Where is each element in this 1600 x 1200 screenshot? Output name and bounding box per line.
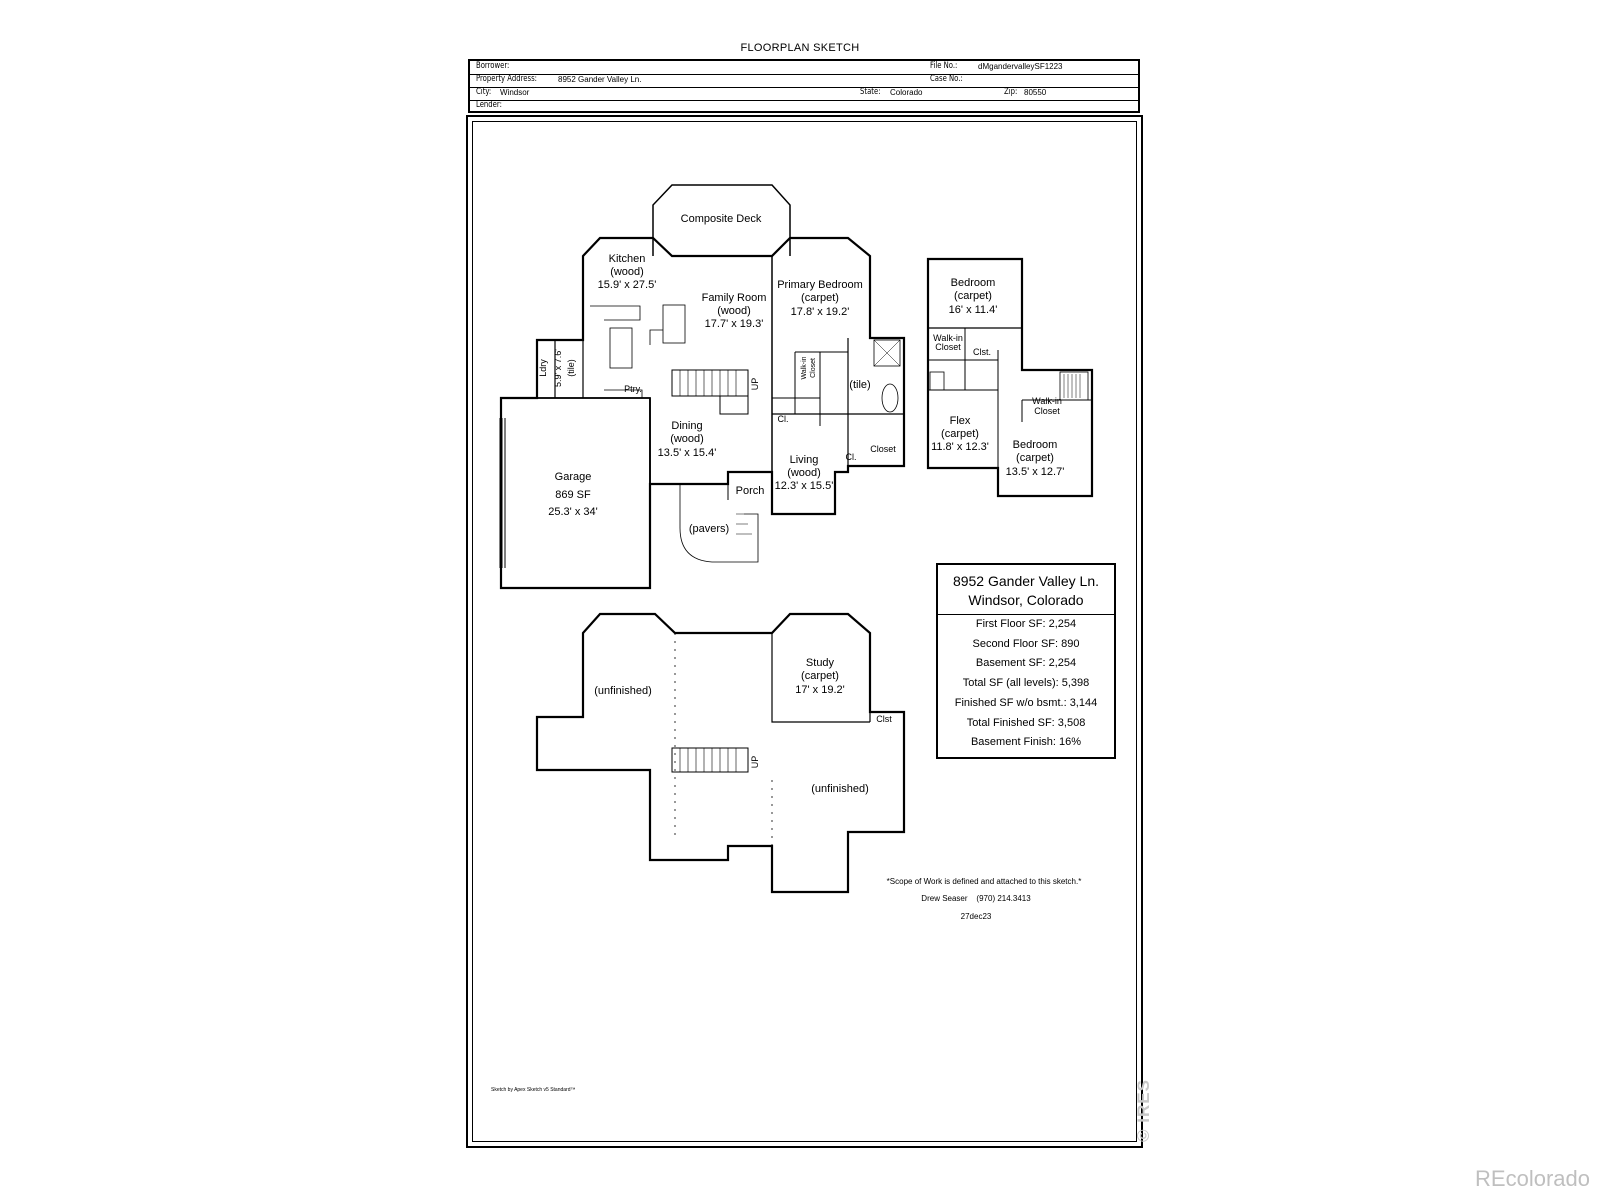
- closet-label: Closet: [870, 444, 896, 454]
- living-name: Living: [790, 454, 819, 466]
- study-finish: (carpet): [801, 670, 839, 682]
- city-row: City: Windsor State: Colorado Zip: 80550: [470, 87, 1138, 101]
- contact-note: Drew Seaser (970) 214.3413: [921, 894, 1031, 903]
- pavers-label: (pavers): [689, 523, 729, 535]
- flex-dims: 11.8' x 12.3': [931, 441, 989, 453]
- address-row: Property Address: 8952 Gander Valley Ln.…: [470, 74, 1138, 88]
- walkin3-label-b: Closet: [1034, 406, 1060, 416]
- second-floor-sf: Second Floor SF: 890: [972, 637, 1080, 650]
- kitchen-dims: 15.9' x 27.5': [598, 279, 657, 291]
- summary-city: Windsor, Colorado: [968, 592, 1084, 608]
- total-sf: Total SF (all levels): 5,398: [962, 677, 1090, 690]
- zip-value: 80550: [1024, 88, 1047, 97]
- dining-dims: 13.5' x 15.4': [658, 447, 717, 459]
- deck-label: Composite Deck: [681, 213, 762, 225]
- lender-label: Lender:: [476, 100, 502, 110]
- recolorado-watermark: REcolorado: [1475, 1166, 1590, 1191]
- header-form: Borrower: File No.: dMgandervalleySF1223…: [468, 59, 1140, 113]
- primary-name: Primary Bedroom: [777, 279, 863, 291]
- family-finish: (wood): [717, 305, 751, 317]
- basement-unfinished-b: (unfinished): [811, 783, 868, 795]
- basement-outline: [535, 612, 906, 894]
- kitchen-finish: (wood): [610, 266, 644, 278]
- stairs-up-label: UP: [750, 378, 760, 391]
- bedroom2-finish: (carpet): [954, 290, 992, 302]
- flex-finish: (carpet): [941, 428, 979, 440]
- lender-row: Lender:: [470, 100, 1138, 113]
- basement-finish: Basement Finish: 16%: [970, 736, 1082, 749]
- walkin2-label-b: Closet: [935, 342, 961, 352]
- walkin-label-b: Closet: [810, 358, 817, 378]
- flex-name: Flex: [950, 415, 971, 427]
- bedroom3-name: Bedroom: [1013, 439, 1058, 451]
- ldry-finish: (tile): [566, 359, 576, 377]
- borrower-label: Borrower:: [476, 61, 510, 71]
- living-dims: 12.3' x 15.5': [775, 480, 834, 492]
- software-credit: Sketch by Apex Sketch v5 Standard™: [491, 1087, 576, 1093]
- finished-sf-wo-bsmt: Finished SF w/o bsmt.: 3,144: [954, 696, 1098, 709]
- city-label: City:: [476, 87, 492, 97]
- basement-sf: Basement SF: 2,254: [975, 657, 1077, 670]
- total-finished-sf: Total Finished SF: 3,508: [966, 716, 1086, 729]
- basement-stairs-up-label: UP: [750, 756, 760, 769]
- summary-heading: 8952 Gander Valley Ln. Windsor, Colorado: [938, 565, 1114, 615]
- address-value: 8952 Gander Valley Ln.: [558, 75, 642, 84]
- primary-finish: (carpet): [801, 292, 839, 304]
- family-name: Family Room: [702, 292, 767, 304]
- file-value: dMgandervalleySF1223: [978, 62, 1063, 71]
- walkin3-label-a: Walk-in: [1032, 396, 1062, 406]
- living-finish: (wood): [787, 467, 821, 479]
- garage-name: Garage: [555, 471, 592, 483]
- zip-label: Zip:: [1004, 87, 1018, 97]
- state-value: Colorado: [890, 88, 923, 97]
- dining-name: Dining: [671, 420, 702, 432]
- ldry-label: Ldry: [538, 359, 548, 377]
- ires-watermark: © IRES: [1134, 1079, 1153, 1142]
- porch-label: Porch: [736, 485, 765, 497]
- sketch-frame: [466, 115, 1143, 1148]
- state-label: State:: [860, 87, 881, 97]
- walkin-label-a: Walk-in: [801, 356, 808, 379]
- dining-finish: (wood): [670, 433, 704, 445]
- scope-note: *Scope of Work is defined and attached t…: [886, 877, 1082, 886]
- ldry-dims: 5.9' x 7.6': [553, 349, 563, 387]
- closet-cl-b: Cl.: [846, 452, 857, 462]
- bedroom2-dims: 16' x 11.4': [949, 304, 998, 316]
- basement-unfinished-a: (unfinished): [594, 685, 651, 697]
- basement-clst-label: Clst: [876, 714, 892, 724]
- kitchen-name: Kitchen: [609, 253, 646, 265]
- clst2-label: Clst.: [973, 347, 991, 357]
- ptry-label: Ptry.: [624, 384, 642, 394]
- bedroom3-dims: 13.5' x 12.7': [1006, 466, 1065, 478]
- summary-address: 8952 Gander Valley Ln.: [952, 573, 1100, 589]
- bedroom3-finish: (carpet): [1016, 452, 1054, 464]
- city-value: Windsor: [500, 88, 530, 97]
- case-label: Case No.:: [930, 74, 963, 84]
- garage-dims: 25.3' x 34': [548, 506, 597, 518]
- address-label: Property Address:: [476, 74, 537, 84]
- walkin2-label-a: Walk-in: [933, 333, 963, 343]
- study-dims: 17' x 19.2': [795, 684, 844, 696]
- bath-tile-label: (tile): [849, 379, 870, 391]
- study-name: Study: [806, 657, 835, 669]
- primary-dims: 17.8' x 19.2': [791, 306, 850, 318]
- garage-sf: 869 SF: [555, 489, 591, 501]
- summary-box: 8952 Gander Valley Ln. Windsor, Colorado…: [936, 563, 1116, 759]
- second-floor-outline: [926, 257, 1094, 498]
- family-dims: 17.7' x 19.3': [705, 318, 764, 330]
- first-floor-sf: First Floor SF: 2,254: [975, 618, 1077, 630]
- borrower-row: Borrower: File No.: dMgandervalleySF1223: [470, 61, 1138, 75]
- bedroom2-name: Bedroom: [951, 277, 996, 289]
- file-label: File No.:: [930, 61, 958, 71]
- date-note: 27dec23: [960, 912, 992, 921]
- sketch-title: FLOORPLAN SKETCH: [740, 42, 860, 54]
- deck-outline: [652, 184, 791, 256]
- closet-cl-a: Cl.: [778, 414, 789, 424]
